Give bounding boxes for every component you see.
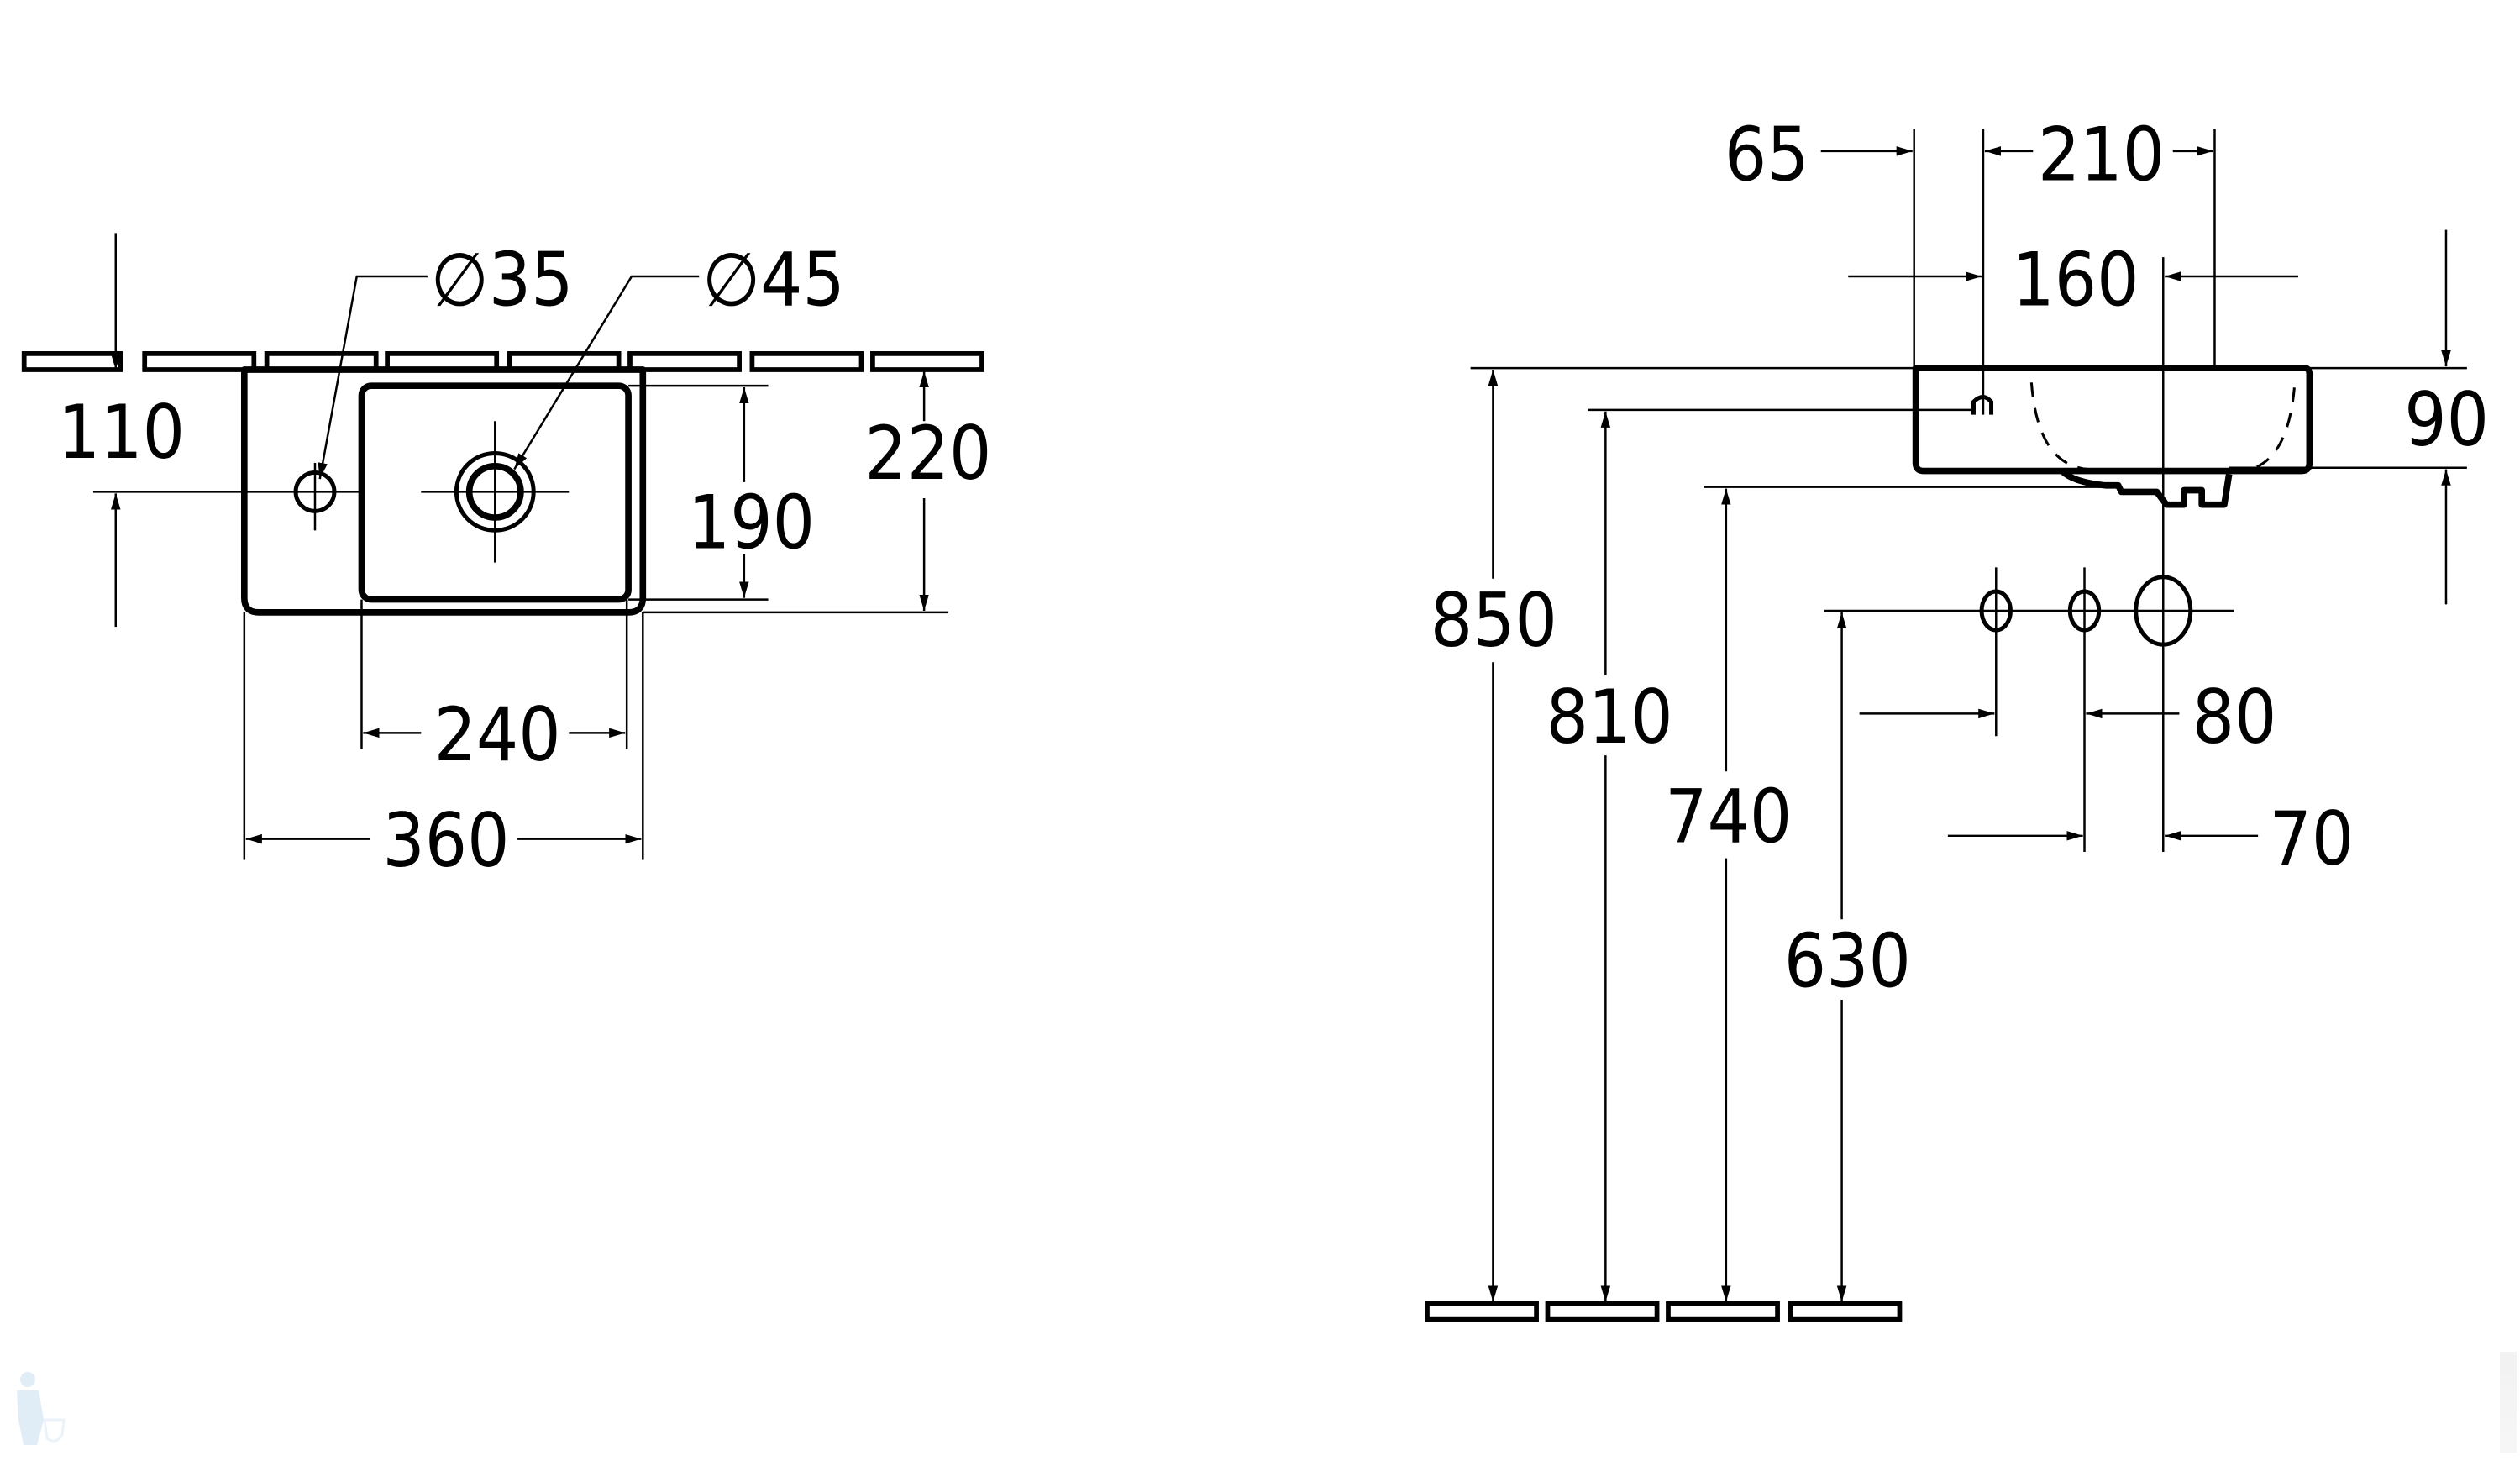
label-80: 80 <box>2192 674 2277 760</box>
label-65: 65 <box>1725 111 1809 197</box>
floor-tiles <box>1425 1301 1903 1322</box>
label-850: 850 <box>1431 577 1557 664</box>
label-810: 810 <box>1546 674 1673 760</box>
connection-holes <box>1977 567 2234 852</box>
basin-profile <box>1912 365 2313 475</box>
basin-outline <box>240 366 647 616</box>
bowl-hidden-line <box>2029 379 2297 471</box>
label-diameter-45: ∅45 <box>702 236 845 323</box>
label-220: 220 <box>864 410 991 497</box>
label-diameter-35: ∅35 <box>431 236 574 323</box>
wall-tiles <box>21 351 984 372</box>
plumber-logo-icon <box>17 1372 66 1445</box>
label-630: 630 <box>1784 918 1911 1005</box>
watermark <box>2500 1352 2517 1453</box>
label-70: 70 <box>2270 796 2355 882</box>
label-160: 160 <box>2012 236 2139 323</box>
label-740: 740 <box>1665 773 1792 859</box>
label-110: 110 <box>58 389 185 476</box>
label-210: 210 <box>2038 111 2165 197</box>
label-90: 90 <box>2404 376 2489 463</box>
top-view: ∅35 ∅45 110 190 220 240 360 <box>21 233 991 884</box>
tap-hole <box>92 462 364 531</box>
label-360: 360 <box>382 797 509 884</box>
drain-hole <box>421 421 570 563</box>
label-190: 190 <box>688 479 815 565</box>
side-view: 65 210 160 90 850 810 740 630 <box>1425 111 2489 1322</box>
label-240: 240 <box>434 691 561 778</box>
